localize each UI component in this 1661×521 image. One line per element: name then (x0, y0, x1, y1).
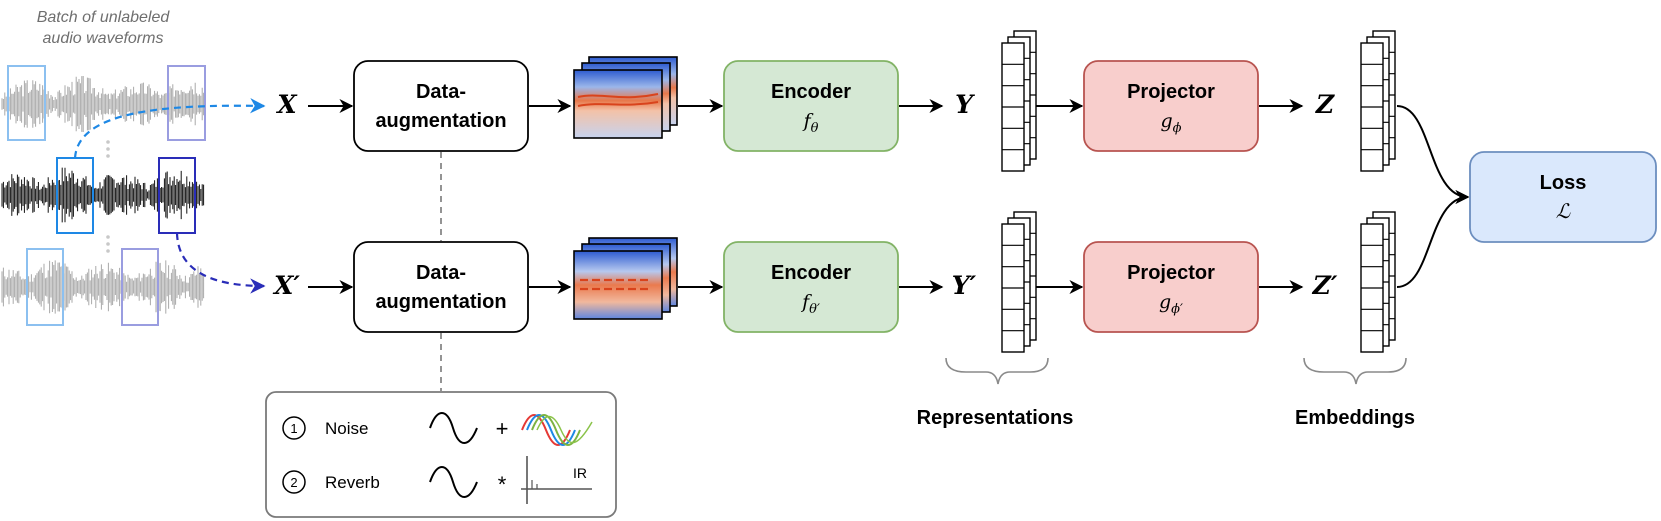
data-augmentation-bottom: Data- augmentation (353, 241, 529, 333)
input-x-label: X (275, 90, 298, 119)
crop-window-top-right (167, 65, 206, 141)
legend-noise-label: Noise (325, 419, 368, 438)
representation-y-prime-label: Y′ (952, 271, 977, 300)
encoder-bottom-label: Encoder (771, 262, 851, 284)
aug-bot-line1: Data- (416, 262, 466, 284)
impulse-response-icon (521, 456, 592, 504)
crop-arrow-top (73, 98, 266, 159)
legend-index-2-circle (282, 470, 306, 494)
legend-ir-label: IR (573, 465, 587, 481)
encoder-top-label: Encoder (771, 81, 851, 103)
ellipsis-dots (106, 140, 110, 253)
encoder-bottom-symbol: fθ′ (800, 291, 820, 317)
crop-window-bot-right (121, 248, 159, 326)
waveform-caption-line2: audio waveforms (43, 30, 164, 47)
representation-stack-top (1001, 30, 1037, 172)
representations-brace (945, 357, 1049, 385)
aug-top-line1: Data- (416, 81, 466, 103)
legend-index-2: 2 (290, 475, 297, 490)
arrow-emb-top-to-loss (1396, 105, 1470, 204)
legend-convolution-operator: * (498, 472, 507, 497)
projector-top-label: Projector (1127, 81, 1215, 103)
projector-top: Projector gϕ (1083, 60, 1259, 152)
embedding-stack-bottom (1360, 211, 1396, 353)
waveform-middle (1, 157, 205, 234)
legend-plus-operator: + (496, 416, 509, 441)
embedding-stack-top (1360, 30, 1396, 172)
spectrogram-stack-top (573, 56, 678, 139)
projector-bottom-label: Projector (1127, 262, 1215, 284)
encoder-top: Encoder fθ (723, 60, 899, 152)
representations-caption: Representations (917, 407, 1074, 429)
waveform-trace (1, 76, 205, 132)
representation-y-label: Y (955, 90, 975, 119)
waveform-trace (1, 167, 205, 223)
aug-bot-line2: augmentation (375, 291, 506, 313)
encoder-bottom: Encoder fθ′ (723, 241, 899, 333)
sine-wave-icon (429, 466, 478, 498)
noise-colored-waves-icon (521, 414, 593, 446)
augmentation-legend: 1 Noise + 2 Reverb * IR (265, 391, 617, 518)
projector-bottom-symbol: gϕ′ (1159, 291, 1183, 317)
loss-label: Loss (1540, 172, 1587, 194)
waveform-caption-line1: Batch of unlabeled (37, 9, 171, 26)
data-augmentation-top: Data- augmentation (353, 60, 529, 152)
embedding-z-label: Z (1315, 90, 1335, 119)
loss-box: Loss ℒ (1469, 151, 1657, 243)
waveform-trace (1, 260, 205, 314)
legend-index-1-circle (282, 416, 306, 440)
encoder-top-symbol: fθ (802, 110, 819, 136)
loss-symbol: ℒ (1556, 199, 1571, 223)
embedding-z-prime-label: Z′ (1312, 271, 1338, 300)
aug-top-line2: augmentation (375, 110, 506, 132)
legend-item-noise: 1 Noise + (282, 412, 593, 446)
projector-bottom: Projector gϕ′ (1083, 241, 1259, 333)
embeddings-caption: Embeddings (1295, 407, 1415, 429)
arrow-emb-bot-to-loss (1396, 190, 1470, 288)
legend-item-reverb: 2 Reverb * IR (282, 456, 592, 504)
projector-top-symbol: gϕ (1160, 110, 1181, 136)
waveform-top (1, 65, 206, 141)
embeddings-brace (1303, 357, 1407, 385)
crop-arrow-bottom (175, 232, 266, 294)
representation-stack-bottom (1001, 211, 1037, 353)
legend-reverb-label: Reverb (325, 473, 380, 492)
spectrogram-stack-bottom (573, 237, 678, 320)
crop-window-bot-left (26, 248, 64, 326)
legend-index-1: 1 (290, 421, 297, 436)
sine-wave-icon (429, 412, 478, 444)
waveform-bottom (1, 248, 205, 326)
crop-window-top-left (7, 65, 46, 141)
input-x-prime-label: X′ (272, 271, 300, 300)
